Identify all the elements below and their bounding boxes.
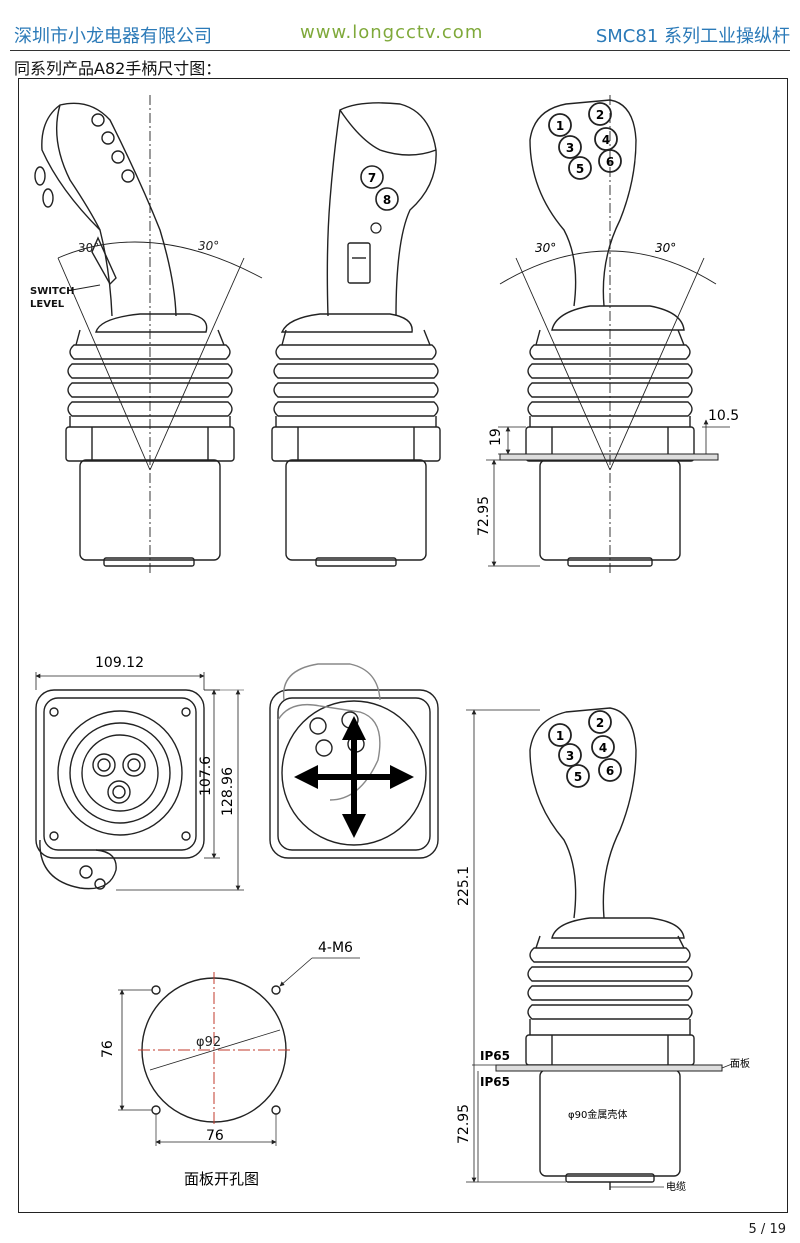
button-4-label-b: 4: [599, 741, 607, 755]
page-number: 5 / 19: [748, 1222, 786, 1237]
dim-10-5: 10.5: [708, 408, 739, 424]
ip65-top-label: IP65: [480, 1049, 510, 1063]
shell-label: φ90金属壳体: [568, 1108, 627, 1121]
dim-72-95-bottom: 72.95: [456, 1104, 472, 1144]
dim-19: 19: [488, 428, 504, 446]
cable-label: 电缆: [666, 1180, 686, 1193]
button-1-label: 1: [556, 119, 564, 133]
angle-left-label-1: 30°: [78, 241, 99, 255]
buttons-bottom-group: 1 2 3 4 5 6: [548, 710, 622, 788]
company-name: 深圳市小龙电器有限公司: [14, 26, 212, 47]
dim-109-12: 109.12: [95, 655, 144, 671]
angle-right-label-3: 30°: [655, 241, 676, 255]
angle-left-label-3: 30°: [535, 241, 556, 255]
button-3-label: 3: [566, 141, 574, 155]
dim-76-horizontal: 76: [206, 1128, 224, 1144]
section-title: 同系列产品A82手柄尺寸图：: [14, 59, 222, 78]
motion-arrows: [294, 716, 414, 838]
button-7-label: 7: [368, 171, 376, 185]
switch-label: SWITCH: [30, 286, 74, 297]
button-5-label: 5: [576, 162, 584, 176]
button-view-top: [486, 95, 730, 575]
panel-cutout: [118, 957, 360, 1146]
drawing-frame: [18, 78, 788, 1213]
dim-4-m6: 4-M6: [318, 940, 353, 956]
button-6-label: 6: [606, 155, 614, 169]
dim-phi92: φ92: [196, 1035, 221, 1050]
side-buttons: 7 8: [360, 165, 399, 234]
button-6-label-b: 6: [606, 764, 614, 778]
button-2-label-b: 2: [596, 716, 604, 730]
side-view-left: [34, 95, 263, 575]
header-divider: [10, 50, 790, 51]
dim-128-96: 128.96: [220, 767, 236, 816]
top-view-motion: [269, 663, 439, 859]
bottom-view: [35, 672, 244, 891]
model-title: SMC81 系列工业操纵杆: [595, 26, 790, 47]
button-3-label-b: 3: [566, 749, 574, 763]
angle-right-label-1: 30°: [198, 239, 219, 253]
button-5-label-b: 5: [574, 770, 582, 784]
dim-72-95-top: 72.95: [476, 496, 492, 536]
button-2-label: 2: [596, 108, 604, 122]
front-view: [271, 102, 441, 567]
button-1-label-b: 1: [556, 729, 564, 743]
panel-label: 面板: [730, 1057, 750, 1070]
button-4-label: 4: [602, 133, 610, 147]
level-label: LEVEL: [30, 299, 65, 310]
cutout-caption: 面板开孔图: [184, 1170, 259, 1188]
full-assembly-view: [466, 707, 733, 1190]
button-8-label: 8: [383, 193, 391, 207]
ip65-bottom-label: IP65: [480, 1075, 510, 1089]
dim-76-vertical: 76: [100, 1040, 116, 1058]
dim-107-6: 107.6: [198, 756, 214, 796]
website-url[interactable]: www.longcctv.com: [300, 22, 484, 43]
buttons-top-group: 1 2 3 4 5 6: [548, 102, 622, 180]
dim-225-1: 225.1: [456, 866, 472, 906]
